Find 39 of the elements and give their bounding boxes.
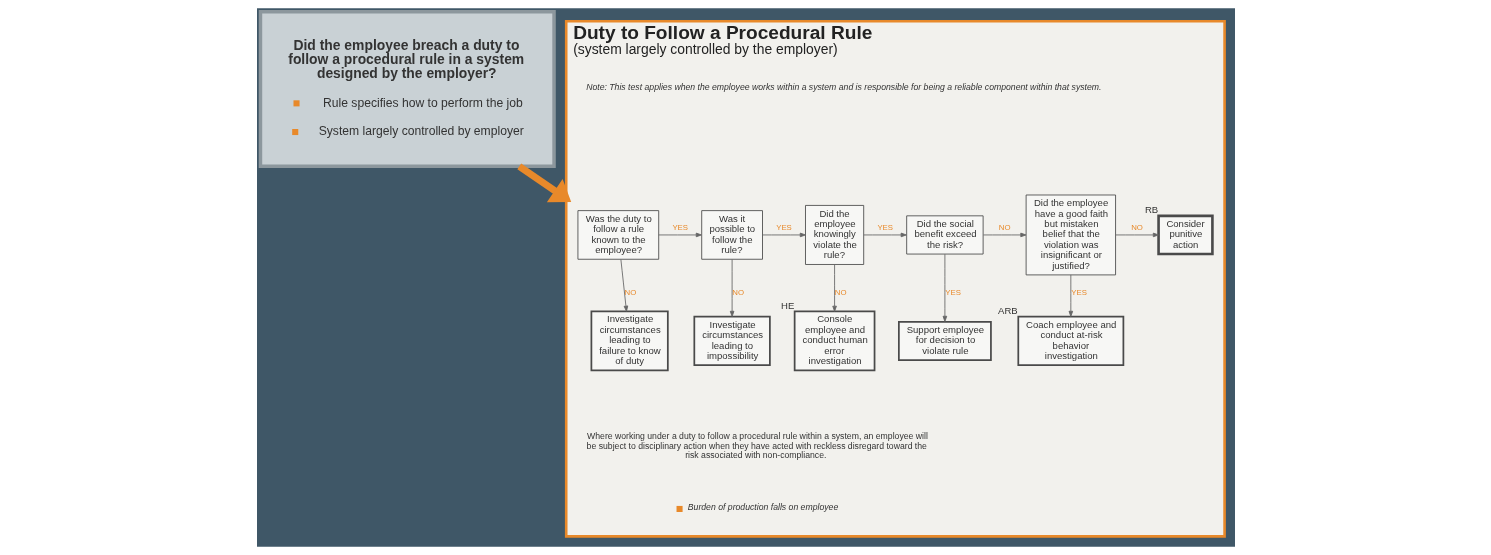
node-box: Did the employee knowingly violate the rule? bbox=[804, 204, 864, 265]
arrow bbox=[942, 253, 947, 322]
node-label: RB bbox=[1144, 204, 1158, 216]
node-box: Investigate circumstances leading to impossibility bbox=[692, 315, 771, 367]
edge-label: NO bbox=[834, 288, 847, 298]
arrow bbox=[831, 264, 837, 312]
node-box: Coach employee and conduct at-risk behavior investigation bbox=[1016, 315, 1124, 367]
edge-label: YES bbox=[671, 222, 688, 232]
edge-label: YES bbox=[1070, 288, 1087, 298]
arrow bbox=[862, 232, 907, 238]
label: Where working under a duty to follow a procedural rule within a system, an employee will be subject to disciplinary action when they have acted with reckless disregard toward the risk associated with non-compliance. bbox=[586, 431, 928, 461]
edge-label: YES bbox=[876, 222, 893, 232]
edge-label: YES bbox=[944, 288, 961, 298]
node-box: Consider punitive action bbox=[1156, 214, 1214, 256]
arrow bbox=[1114, 232, 1159, 238]
arrow bbox=[516, 163, 571, 203]
arrow bbox=[761, 232, 806, 238]
node-box: Did the employee breach a duty to follow a procedural rule in a system designed by the employer? Rule specifies how to perform the job System largely controlled by employer bbox=[258, 10, 556, 169]
node-box: Was the duty to follow a rule known to the employee? bbox=[577, 210, 659, 260]
label: Note: This test applies when the employee works within a system and is responsible for being a reliable component within that system. bbox=[585, 82, 1101, 93]
arrow bbox=[657, 232, 702, 238]
edge-label: YES bbox=[775, 222, 792, 232]
node-label: ARB bbox=[997, 304, 1018, 316]
node-box: Did the employee have a good faith but mistaken belief that the violation was insignificant or justified? bbox=[1025, 194, 1116, 276]
arrow bbox=[1068, 274, 1073, 317]
node-label: HE bbox=[780, 299, 794, 311]
node-box: Did the social benefit exceed the risk? bbox=[905, 215, 984, 255]
node-box: Support employee for decision to violate rule bbox=[897, 320, 992, 361]
node-box: Investigate circumstances leading to failure to know of duty bbox=[590, 310, 669, 372]
arrow bbox=[619, 259, 628, 312]
edge-label: NO bbox=[998, 222, 1010, 232]
edge-label: NO bbox=[624, 288, 636, 298]
arrow bbox=[982, 232, 1026, 238]
node-box: Console employee and conduct human error investigation bbox=[793, 310, 875, 372]
edge-label: NO bbox=[731, 288, 744, 298]
legend-label: Burden of production falls on employee bbox=[687, 502, 838, 513]
node-box: Was it possible to follow the rule? bbox=[700, 210, 763, 260]
edge-label: NO bbox=[1130, 222, 1143, 232]
arrow bbox=[729, 259, 734, 317]
